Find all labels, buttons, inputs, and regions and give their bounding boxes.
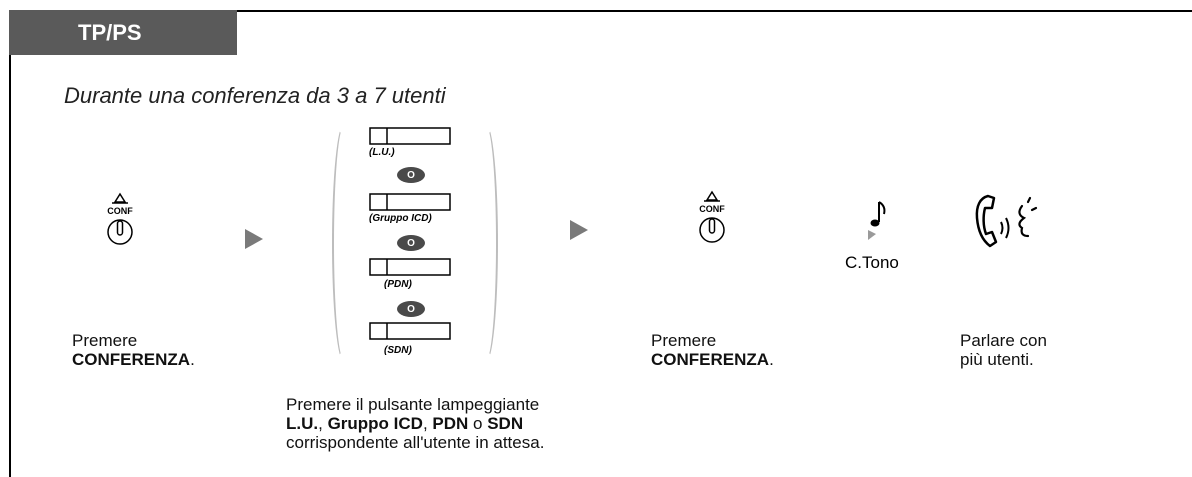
step2-caption-sep1: , (318, 414, 328, 433)
step2-caption-sep3: o (468, 414, 488, 433)
step2-caption-icd: Gruppo ICD (327, 414, 423, 433)
icd-group-button-label: (Gruppo ICD) (369, 213, 432, 224)
conf-button-icon: CONF (102, 190, 138, 260)
conf-icon-label: CONF (107, 206, 133, 216)
conf-button-icon: CONF (694, 188, 730, 258)
or-badge: O (397, 301, 425, 317)
step1-caption-bold: CONFERENZA (72, 350, 191, 369)
step2-caption-sep2: , (422, 414, 433, 433)
right-parenthesis (474, 124, 498, 362)
step1-caption-line1: Premere (72, 331, 138, 350)
step2-caption-pdn: PDN (432, 414, 469, 433)
arrow-right-icon (570, 220, 588, 245)
step1-caption-end: . (190, 350, 195, 369)
step1-caption: Premere CONFERENZA. (72, 331, 195, 369)
content-frame (9, 10, 1192, 477)
step2-caption-lu: L.U. (286, 414, 319, 433)
section-tab-label: TP/PS (78, 19, 142, 45)
or-badge: O (397, 235, 425, 251)
sdn-button-label: (SDN) (384, 345, 412, 356)
sdn-button-icon (369, 322, 451, 340)
step2-caption-line3: corrispondente all'utente in attesa. (286, 433, 545, 452)
step5-caption: Parlare con più utenti. (960, 331, 1047, 369)
icd-group-button-icon (369, 193, 451, 211)
step5-caption-line1: Parlare con (960, 331, 1047, 350)
step3-caption-bold: CONFERENZA (651, 350, 770, 369)
section-tab: TP/PS (9, 10, 237, 55)
tone-note-icon (862, 198, 892, 242)
left-parenthesis (332, 124, 356, 362)
pdn-button-label: (PDN) (384, 279, 412, 290)
lu-button-label: (L.U.) (369, 147, 395, 158)
step2-caption-line1: Premere il pulsante lampeggiante (286, 395, 540, 414)
or-badge: O (397, 167, 425, 183)
handset-talking-icon (970, 192, 1042, 250)
lu-button-icon (369, 127, 451, 145)
tone-label: C.Tono (845, 253, 899, 272)
pdn-button-icon (369, 258, 451, 276)
step3-caption-end: . (769, 350, 774, 369)
condition-subtitle: Durante una conferenza da 3 a 7 utenti (64, 83, 446, 108)
step2-caption: Premere il pulsante lampeggiante L.U., G… (286, 395, 544, 452)
step2-caption-sdn: SDN (487, 414, 524, 433)
conf-icon-label: CONF (699, 204, 725, 214)
step3-caption-line1: Premere (651, 331, 717, 350)
step5-caption-line2: più utenti. (960, 350, 1034, 369)
arrow-right-icon (245, 229, 263, 254)
step3-caption: Premere CONFERENZA. (651, 331, 774, 369)
